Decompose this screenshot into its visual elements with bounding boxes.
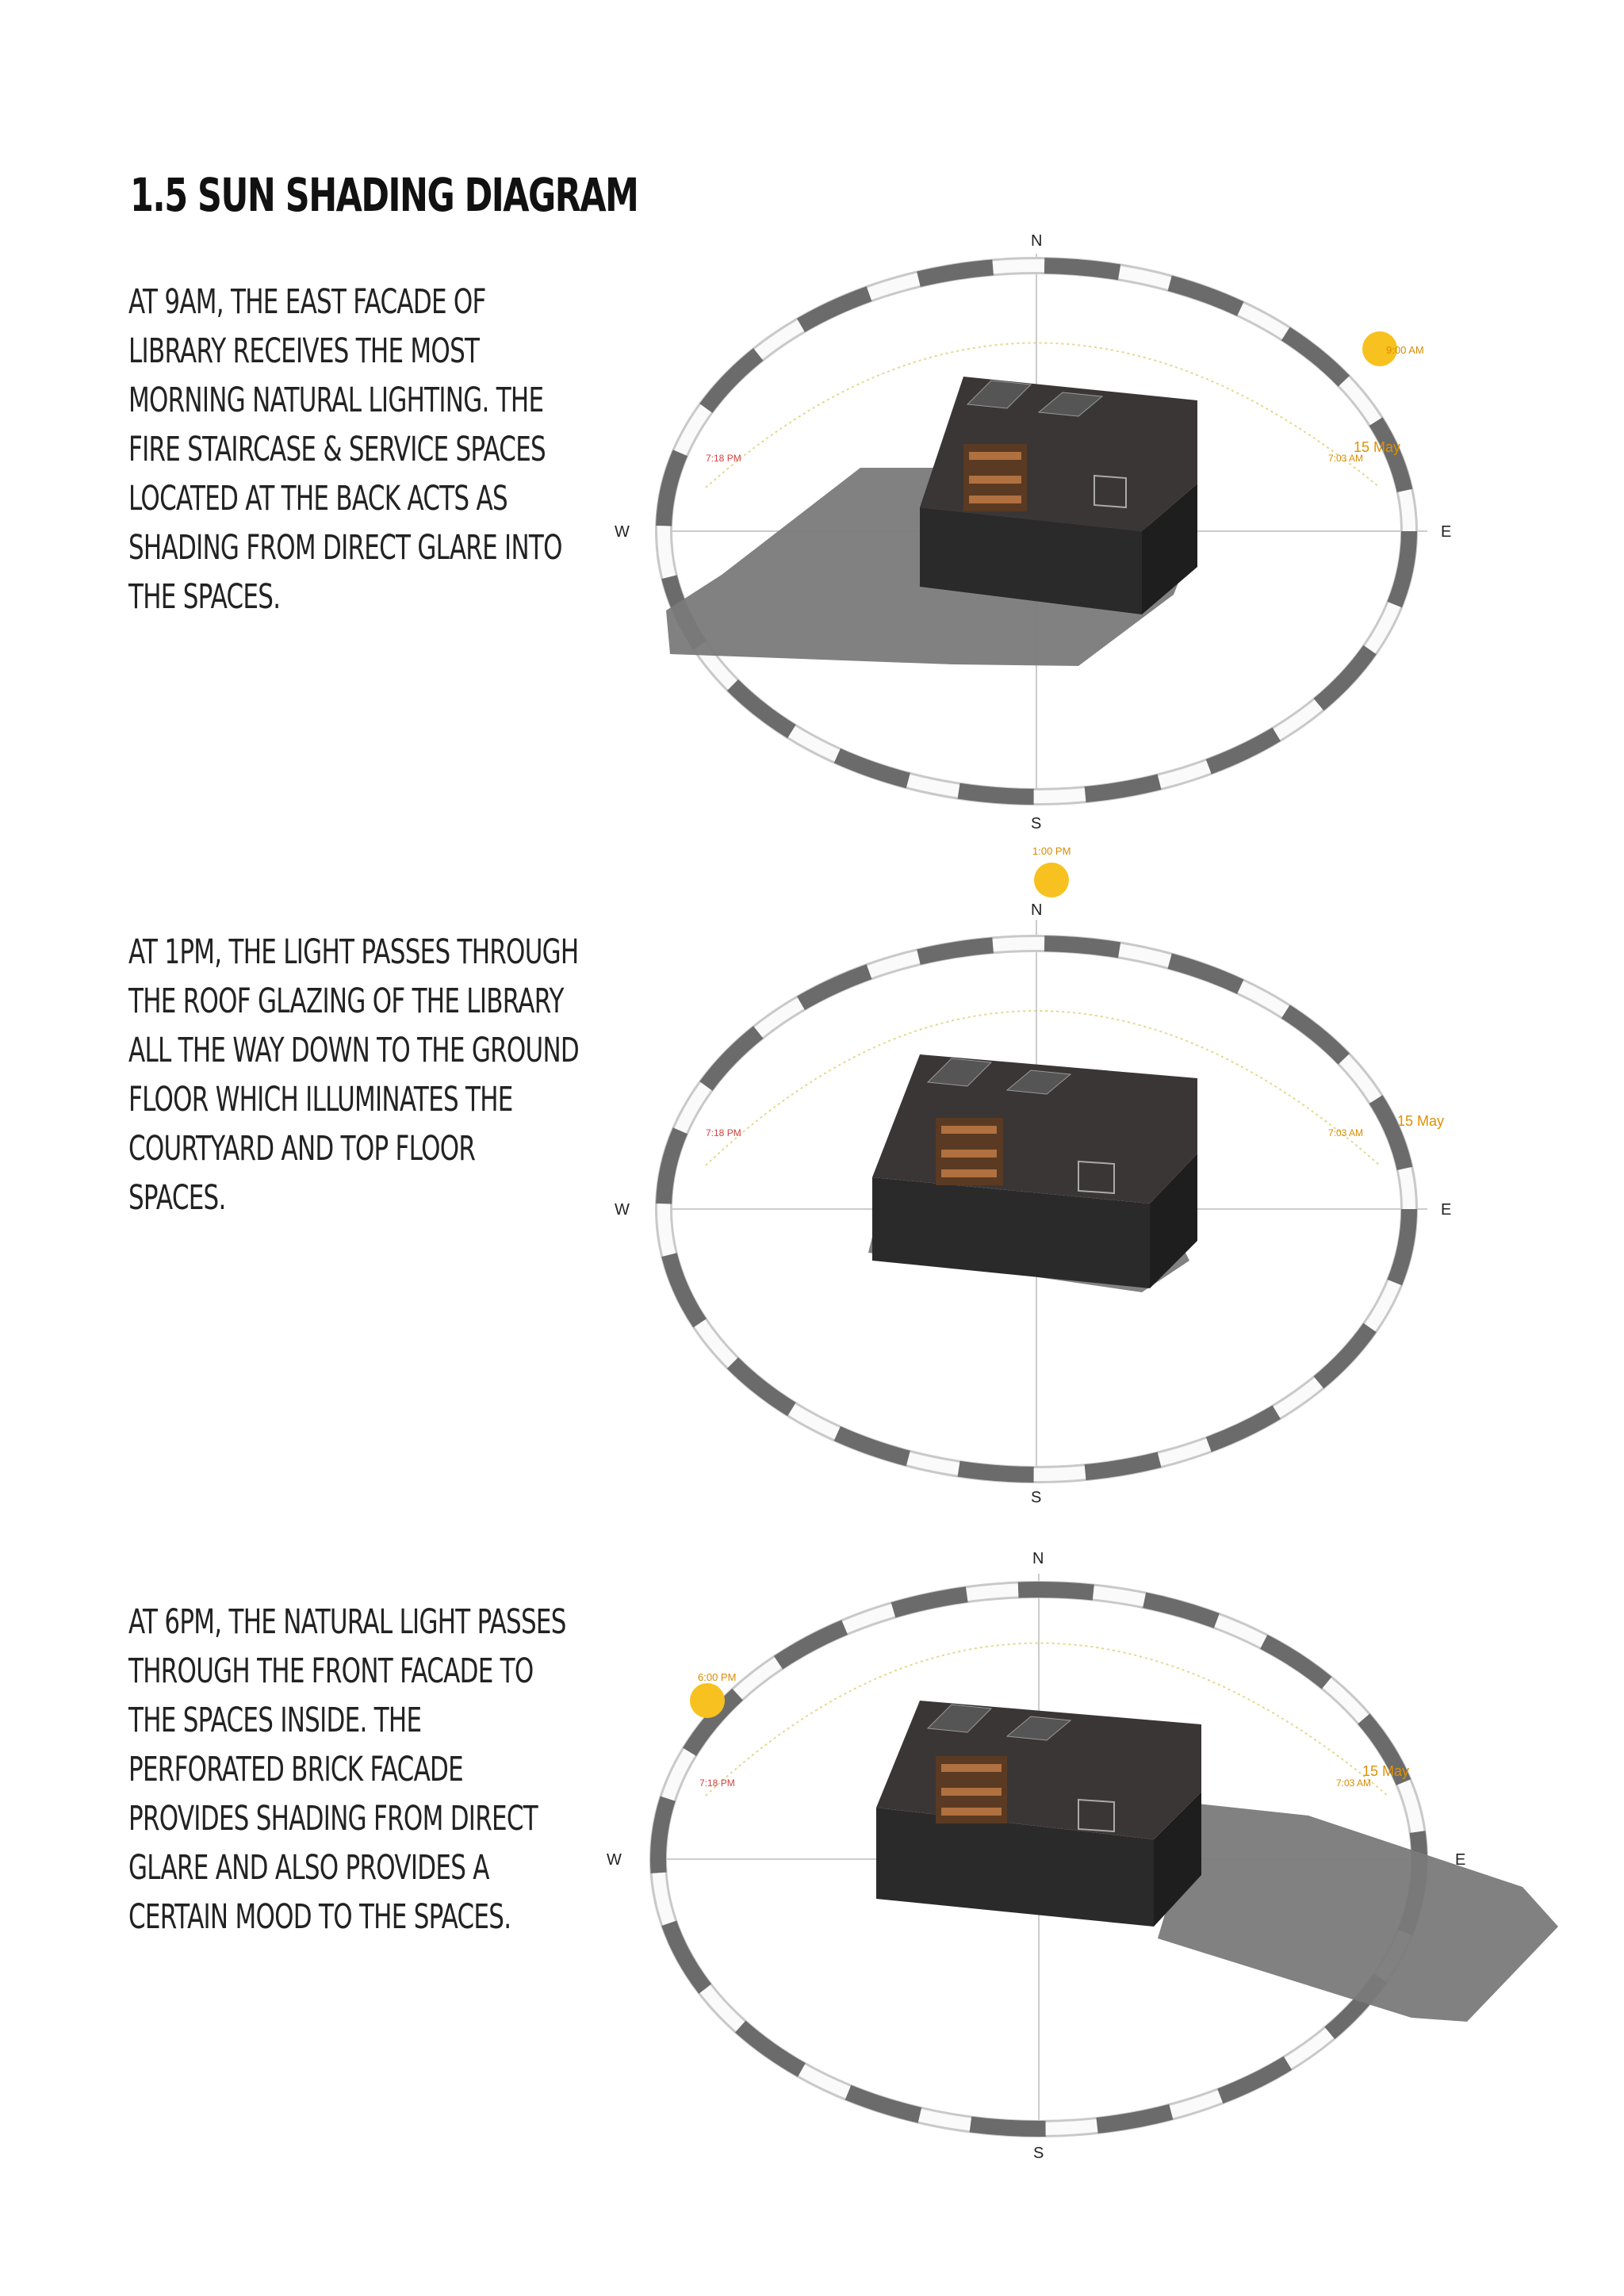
sun-icon	[1362, 331, 1397, 366]
compass-west: W	[615, 1201, 630, 1219]
section-1-text: At 9AM, the east facade of library recei…	[128, 282, 562, 617]
building-model	[872, 1054, 1197, 1288]
date-label: 15 May	[1362, 1763, 1409, 1779]
compass-east: E	[1441, 523, 1451, 541]
sun-time-label: 1:00 PM	[1032, 845, 1071, 857]
section-3-text: At 6PM, the natural light passes through…	[128, 1602, 566, 1937]
sunset-time-label: 7:18 PM	[706, 1127, 741, 1138]
sunrise-time-label: 7:03 AM	[1328, 453, 1363, 464]
compass-north: N	[1031, 901, 1042, 919]
sunrise-time-label: 7:03 AM	[1336, 1777, 1371, 1789]
date-label: 15 May	[1397, 1113, 1444, 1129]
sunset-time-label: 7:18 PM	[706, 453, 741, 464]
compass-south: S	[1031, 815, 1041, 832]
sun-path-arc	[705, 1010, 1381, 1166]
building-model	[876, 1701, 1201, 1927]
page-title: 1.5 Sun Shading Diagram	[130, 168, 639, 222]
compass-south: S	[1031, 1489, 1041, 1506]
building-shadow	[1158, 1804, 1558, 2022]
sunset-time-label: 7:18 PM	[699, 1777, 735, 1789]
compass-east: E	[1455, 1851, 1465, 1869]
compass-south: S	[1033, 2145, 1044, 2162]
sun-path-arc	[705, 1642, 1388, 1797]
building-model	[920, 377, 1197, 614]
date-label: 15 May	[1354, 439, 1400, 455]
sun-diagram-1pm: 1:00 PM N S E W 7:18 PM 7:03 AM 15 May	[615, 845, 1451, 1506]
sun-diagram-9am: 9:00 AM N S E W 7:18 PM 7:03 AM 15 May	[615, 232, 1451, 832]
compass-north: N	[1032, 1550, 1044, 1567]
compass-west: W	[607, 1851, 622, 1869]
sun-icon	[1034, 863, 1069, 897]
section-2-text: At 1PM, the light passes through the roo…	[128, 932, 580, 1218]
sun-diagram-6pm: 6:00 PM N S E W 7:18 PM 7:03 AM 15 May	[607, 1550, 1558, 2162]
compass-ring	[655, 257, 1418, 806]
sunrise-time-label: 7:03 AM	[1328, 1127, 1363, 1138]
compass-west: W	[615, 523, 630, 541]
compass-north: N	[1031, 232, 1042, 250]
compass-ring	[655, 935, 1418, 1483]
sun-time-label: 9:00 AM	[1386, 344, 1424, 356]
compass-east: E	[1441, 1201, 1451, 1219]
sun-time-label: 6:00 PM	[698, 1671, 736, 1683]
sun-icon	[690, 1683, 725, 1718]
